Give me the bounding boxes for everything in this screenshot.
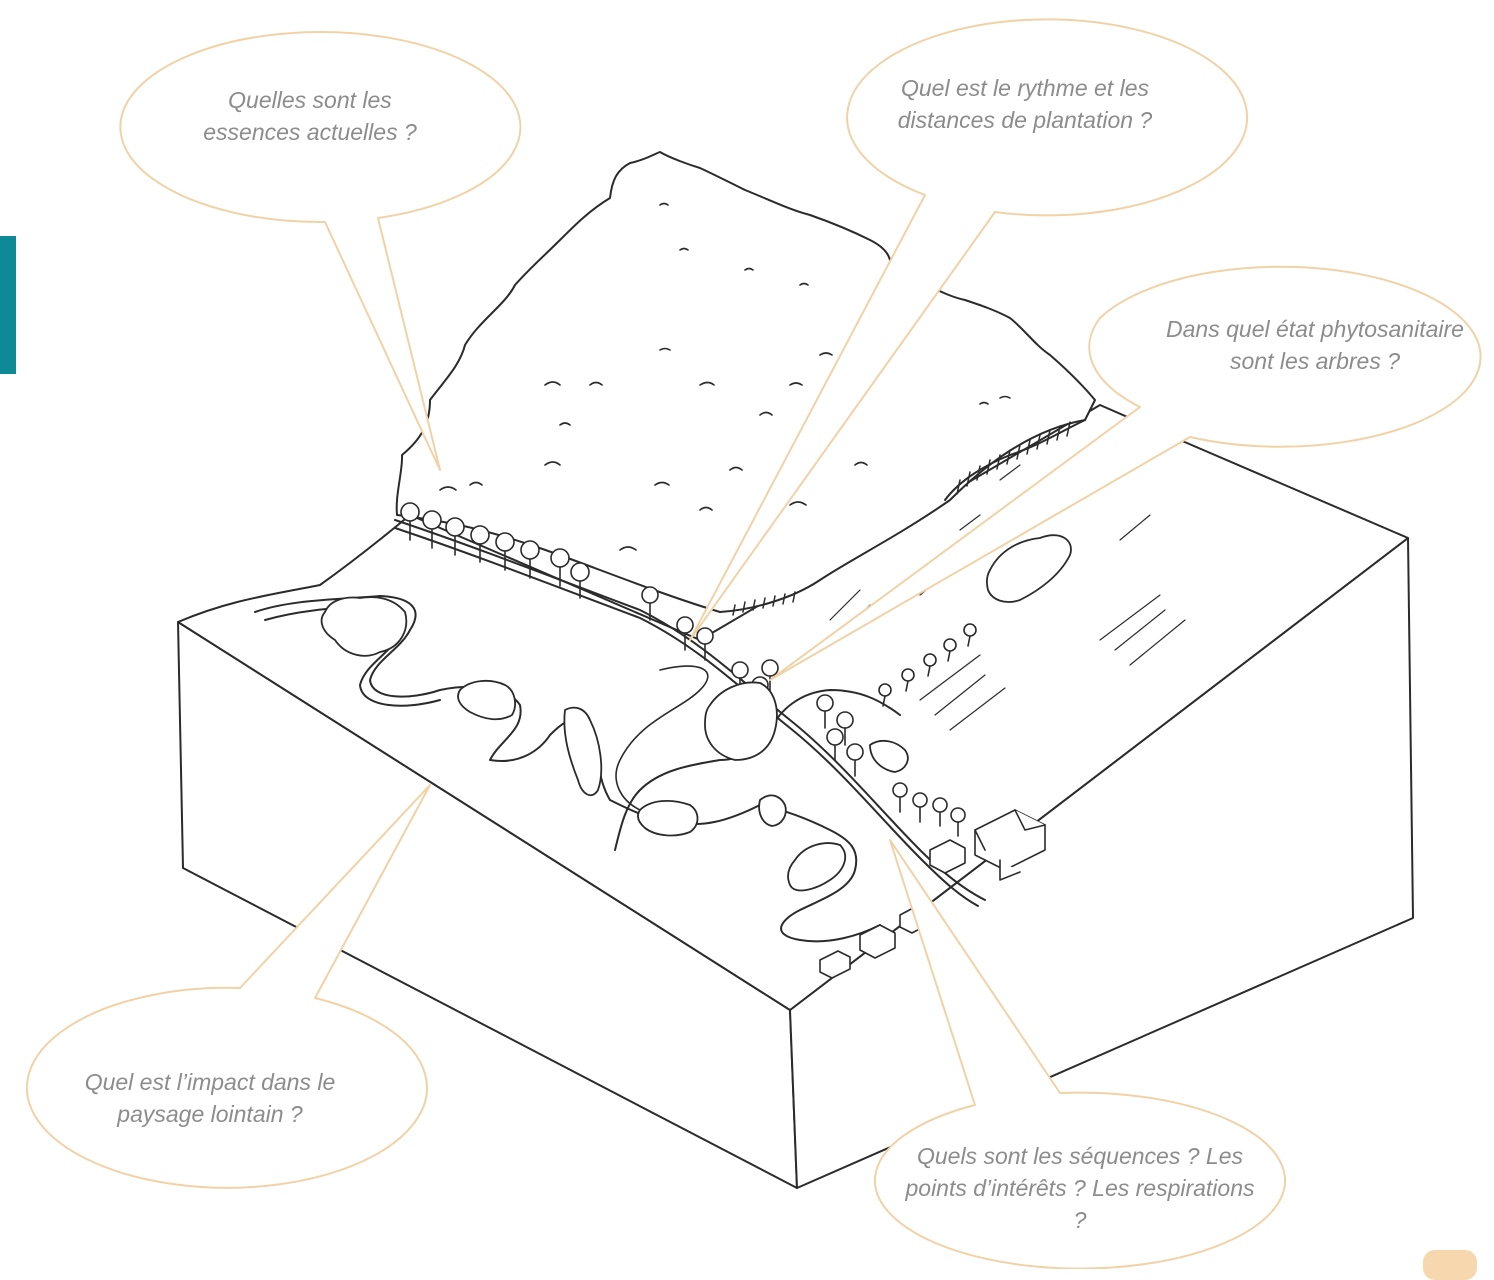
question-impact: Quel est l’impact dans le paysage lointa… [55,1066,365,1130]
question-sequences: Quels sont les séquences ? Les points d’… [905,1140,1255,1236]
question-rythme: Quel est le rythme et les distances de p… [860,72,1190,136]
page-number-badge [1423,1250,1477,1280]
question-essences: Quelles sont les essences actuelles ? [180,84,440,148]
question-etat: Dans quel état phytosanitaire sont les a… [1165,313,1465,377]
